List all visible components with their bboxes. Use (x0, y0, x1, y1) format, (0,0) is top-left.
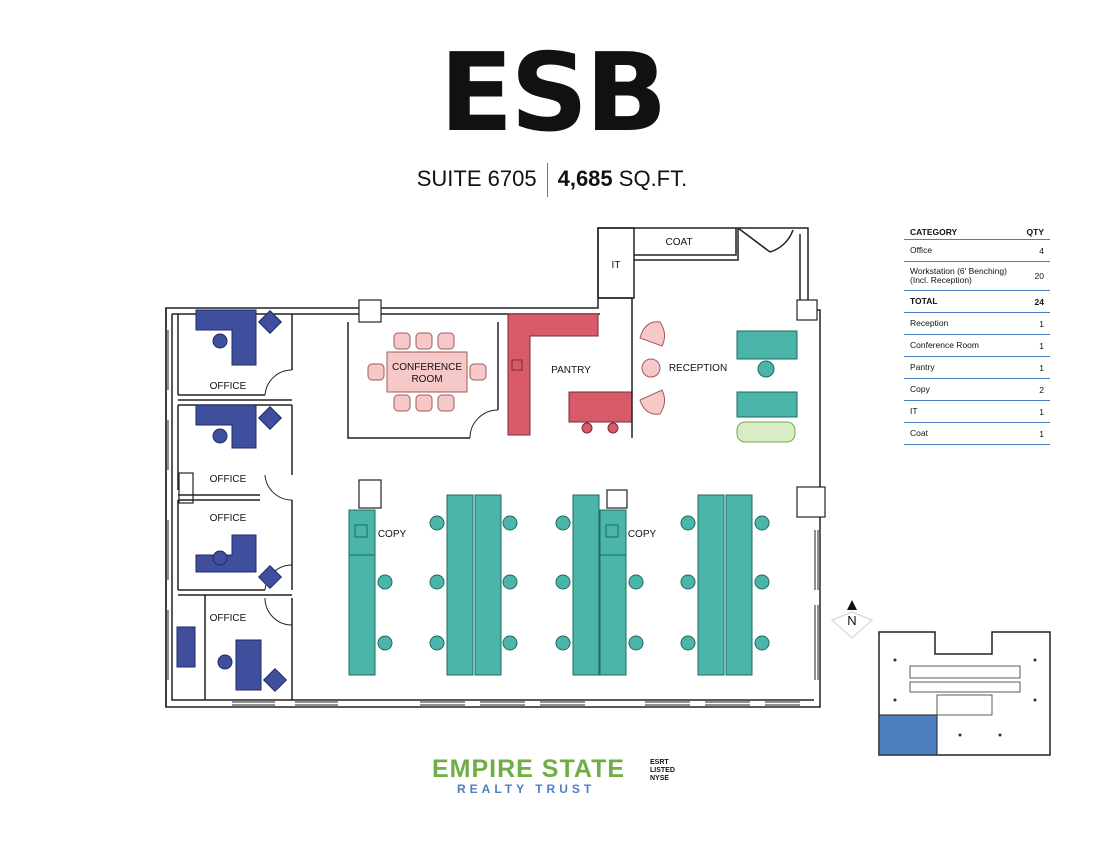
row-qty: 1 (1039, 340, 1044, 351)
row-qty: 4 (1039, 245, 1044, 256)
compass-label: N (847, 613, 856, 628)
row-label: Coat (910, 428, 928, 438)
row-qty: 1 (1039, 318, 1044, 329)
suite-heading: SUITE 6705 4,685 SQ.FT. (0, 163, 1104, 197)
row-label: Conference Room (910, 340, 979, 350)
area-unit: SQ.FT. (618, 165, 688, 191)
row-label: Workstation (6' Benching) (Incl. Recepti… (910, 266, 1007, 285)
copy-label-2: COPY (628, 529, 657, 540)
brand-name: EMPIRE STATE (432, 755, 626, 783)
copy-areas (348, 509, 627, 556)
copy-label-1: COPY (378, 529, 407, 540)
north-arrow-icon (847, 600, 857, 610)
table-row: IT 1 (904, 401, 1050, 423)
heading-divider (546, 163, 548, 197)
table-row: Coat 1 (904, 423, 1050, 445)
windows (167, 330, 819, 706)
office-label-1: OFFICE (210, 381, 247, 392)
table-row: Office 4 (904, 240, 1050, 262)
row-label: TOTAL (910, 296, 938, 306)
reception-furniture (639, 321, 798, 443)
space-summary-table: CATEGORY QTY Office 4 Workstation (6' Be… (904, 224, 1050, 445)
conference-label-1: CONFERENCE (392, 362, 462, 373)
it-label: IT (612, 260, 621, 271)
table-row: Copy 2 (904, 379, 1050, 401)
suite-number: SUITE 6705 (416, 165, 537, 191)
workstation-chairs (377, 515, 770, 651)
coat-label: COAT (665, 237, 692, 248)
row-label: IT (910, 406, 918, 416)
it-coat-rooms (597, 227, 794, 299)
row-label: Office (910, 245, 933, 255)
columns (178, 299, 826, 518)
workstations (348, 494, 753, 676)
row-qty: 24 (1034, 296, 1044, 307)
row-label: Pantry (910, 362, 935, 372)
table-row: Pantry 1 (904, 357, 1050, 379)
office-label-4: OFFICE (210, 613, 247, 624)
exchange-label: NYSE (650, 775, 670, 782)
conference-label-2: ROOM (411, 374, 442, 385)
table-row: Conference Room 1 (904, 335, 1050, 357)
row-qty: 1 (1039, 428, 1044, 439)
pantry-label: PANTRY (551, 365, 591, 376)
table-row: Workstation (6' Benching) (Incl. Recepti… (904, 262, 1050, 291)
row-qty: 20 (1034, 271, 1044, 281)
reception-label: RECEPTION (669, 363, 727, 374)
row-label: Copy (910, 384, 930, 394)
listed-label: LISTED (650, 767, 675, 774)
table-row: Reception 1 (904, 313, 1050, 335)
key-plan (878, 631, 1051, 756)
office-furniture (176, 309, 288, 693)
row-qty: 2 (1039, 384, 1044, 395)
ticker: ESRT (650, 759, 669, 766)
office-label-2: OFFICE (210, 474, 247, 485)
header-category: CATEGORY (910, 226, 958, 237)
brand-subtitle: REALTY TRUST (457, 782, 596, 796)
nyse-listing-badge: ESRT LISTED NYSE (650, 759, 675, 783)
suite-area: 4,685 (557, 165, 613, 191)
pantry (507, 297, 633, 438)
esb-logo: ESB (439, 31, 668, 156)
office-label-3: OFFICE (210, 513, 247, 524)
row-label: Reception (910, 318, 949, 328)
compass: N (830, 600, 874, 640)
table-header: CATEGORY QTY (904, 224, 1050, 240)
empire-state-logo: EMPIRE STATE REALTY TRUST (432, 756, 625, 796)
table-row-total: TOTAL 24 (904, 291, 1050, 313)
key-plan-suite-highlight (878, 714, 938, 756)
header-qty: QTY (1026, 226, 1044, 237)
row-qty: 1 (1039, 406, 1044, 417)
conference-room (347, 322, 499, 439)
row-qty: 1 (1039, 362, 1044, 373)
